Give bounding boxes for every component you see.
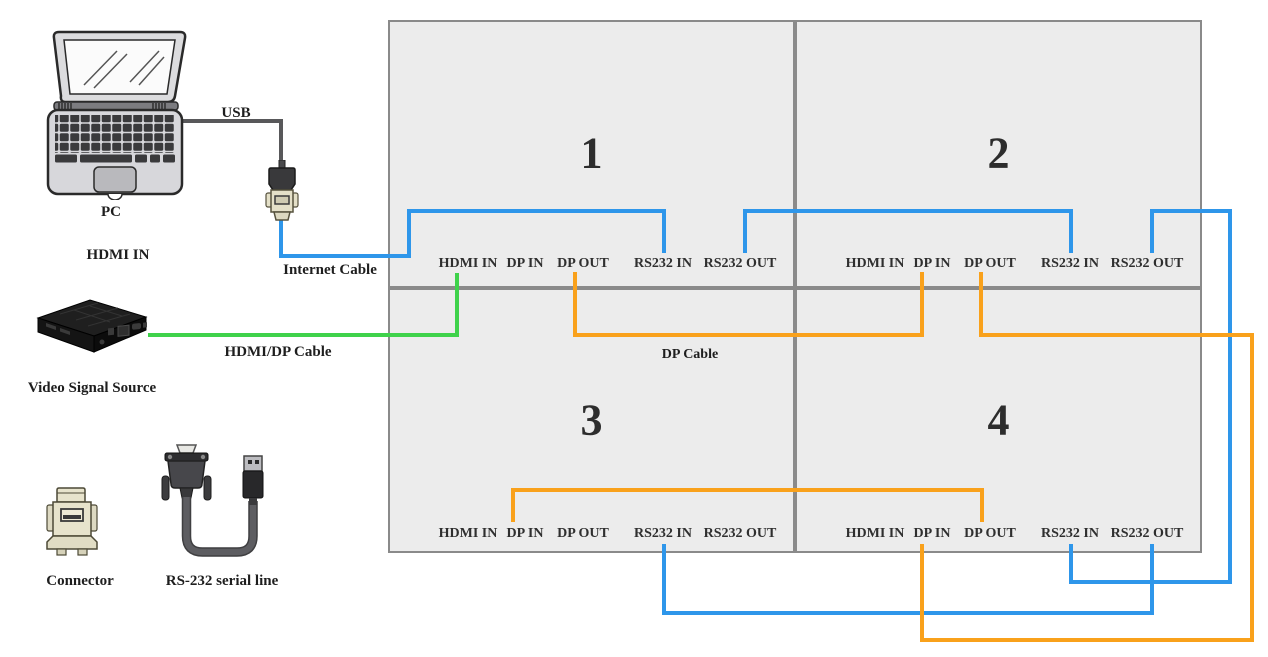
panel-2-port-dp-out: DP OUT [964, 256, 1016, 271]
display-panel-3: 3 HDMI IN DP IN DP OUT RS232 IN RS232 OU… [388, 288, 795, 553]
panel-3-port-rs232-in: RS232 IN [634, 526, 692, 541]
pc-laptop-illustration [46, 30, 187, 200]
hdmi-dp-cable-source-to-1 [148, 333, 459, 337]
dp-cable-2-to-4 [1250, 333, 1254, 642]
panel-1-port-rs232-out: RS232 OUT [703, 256, 777, 271]
video-signal-source-illustration [36, 299, 148, 353]
dp-cable-1-to-2 [573, 333, 924, 337]
panel-3-port-dp-out: DP OUT [557, 526, 609, 541]
internet-cable-label: Internet Cable [283, 262, 377, 278]
dp-cable-4-to-3 [980, 488, 984, 522]
connector-illustration [46, 487, 98, 556]
dp-cable-2-to-4 [920, 638, 1254, 642]
hdmi-dp-cable-source-to-1 [455, 273, 459, 337]
dp-cable-4-to-3 [511, 488, 984, 492]
pc-label: PC [101, 204, 121, 220]
display-panel-4: 4 HDMI IN DP IN DP OUT RS232 IN RS232 OU… [795, 288, 1202, 553]
panel-3-port-dp-in: DP IN [506, 526, 544, 541]
usb-label: USB [221, 105, 251, 121]
rs232-cable-adapter-to-1 [662, 209, 666, 253]
display-panel-1: 1 HDMI IN DP IN DP OUT RS232 IN RS232 OU… [388, 20, 795, 288]
panel-2-number: 2 [987, 128, 1010, 178]
rs232-serial-line-illustration [161, 444, 264, 557]
panel-1-port-hdmi-in: HDMI IN [438, 256, 498, 271]
connector-label: Connector [46, 573, 114, 589]
rs232-cable-adapter-to-1 [279, 254, 411, 258]
rs232-cable-2-to-4 [1228, 209, 1232, 584]
rs232-cable-adapter-to-1 [407, 209, 411, 258]
usb-serial-adapter-illustration [265, 160, 299, 221]
rs232-cable-adapter-to-1 [279, 220, 283, 258]
rs232-cable-2-to-4 [1150, 209, 1154, 253]
usb-cable-segment [179, 119, 283, 123]
panel-4-port-hdmi-in: HDMI IN [845, 526, 905, 541]
display-panel-2: 2 HDMI IN DP IN DP OUT RS232 IN RS232 OU… [795, 20, 1202, 288]
panel-1-port-rs232-in: RS232 IN [634, 256, 692, 271]
panel-2-port-rs232-in: RS232 IN [1041, 256, 1099, 271]
hdmi-dp-cable-label: HDMI/DP Cable [224, 344, 332, 360]
dp-cable-2-to-4 [920, 544, 924, 642]
panel-4-number: 4 [987, 394, 1010, 444]
panel-3-number: 3 [580, 394, 603, 444]
video-source-label: Video Signal Source [27, 380, 157, 396]
rs232-line-label: RS-232 serial line [165, 573, 279, 589]
panel-1-number: 1 [580, 128, 603, 178]
panel-2-port-hdmi-in: HDMI IN [845, 256, 905, 271]
panel-4-port-rs232-in: RS232 IN [1041, 526, 1099, 541]
panel-2-port-rs232-out: RS232 OUT [1110, 256, 1184, 271]
panel-3-port-rs232-out: RS232 OUT [703, 526, 777, 541]
dp-cable-1-to-2 [920, 272, 924, 337]
panel-4-port-dp-out: DP OUT [964, 526, 1016, 541]
hdmi-in-label: HDMI IN [86, 247, 150, 263]
panel-2-port-dp-in: DP IN [913, 256, 951, 271]
rs232-cable-4-to-3 [662, 611, 1154, 615]
rs232-cable-adapter-to-1 [407, 209, 666, 213]
dp-cable-2-to-4 [979, 333, 1254, 337]
panel-4-port-dp-in: DP IN [913, 526, 951, 541]
rs232-cable-1-to-2 [743, 209, 1073, 213]
rs232-cable-2-to-4 [1069, 544, 1073, 584]
rs232-cable-2-to-4 [1150, 209, 1232, 213]
panel-4-port-rs232-out: RS232 OUT [1110, 526, 1184, 541]
panel-1-port-dp-in: DP IN [506, 256, 544, 271]
panel-3-port-hdmi-in: HDMI IN [438, 526, 498, 541]
dp-cable-label: DP Cable [661, 347, 719, 362]
rs232-cable-4-to-3 [1150, 544, 1154, 615]
panel-1-port-dp-out: DP OUT [557, 256, 609, 271]
dp-cable-1-to-2 [573, 272, 577, 337]
rs232-cable-1-to-2 [1069, 209, 1073, 253]
dp-cable-4-to-3 [511, 488, 515, 522]
dp-cable-2-to-4 [979, 272, 983, 337]
usb-cable-segment [279, 119, 283, 166]
rs232-cable-1-to-2 [743, 209, 747, 253]
rs232-cable-4-to-3 [662, 544, 666, 615]
